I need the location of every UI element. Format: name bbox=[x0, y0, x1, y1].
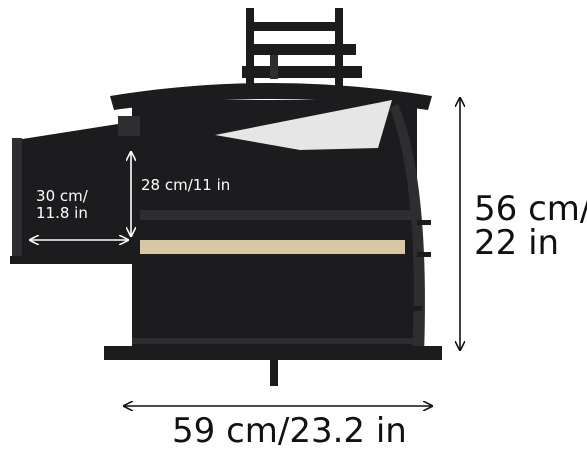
height-dimension-label: 56 cm/ 22 in bbox=[474, 192, 587, 260]
side-dimension-line1: 30 cm/ bbox=[36, 187, 88, 205]
depth-dimension-label: 28 cm/11 in bbox=[141, 176, 231, 194]
side-extension-box bbox=[10, 116, 142, 264]
side-dimension-label: 30 cm/ 11.8 in bbox=[36, 188, 88, 222]
height-dimension-line2: 22 in bbox=[474, 223, 560, 263]
width-dimension-label: 59 cm/23.2 in bbox=[172, 411, 407, 451]
main-box-body bbox=[104, 83, 442, 386]
side-dimension-line2: 11.8 in bbox=[36, 203, 88, 222]
ladder-step-assembly bbox=[242, 8, 362, 88]
height-dimension-line1: 56 cm/ bbox=[474, 189, 587, 229]
